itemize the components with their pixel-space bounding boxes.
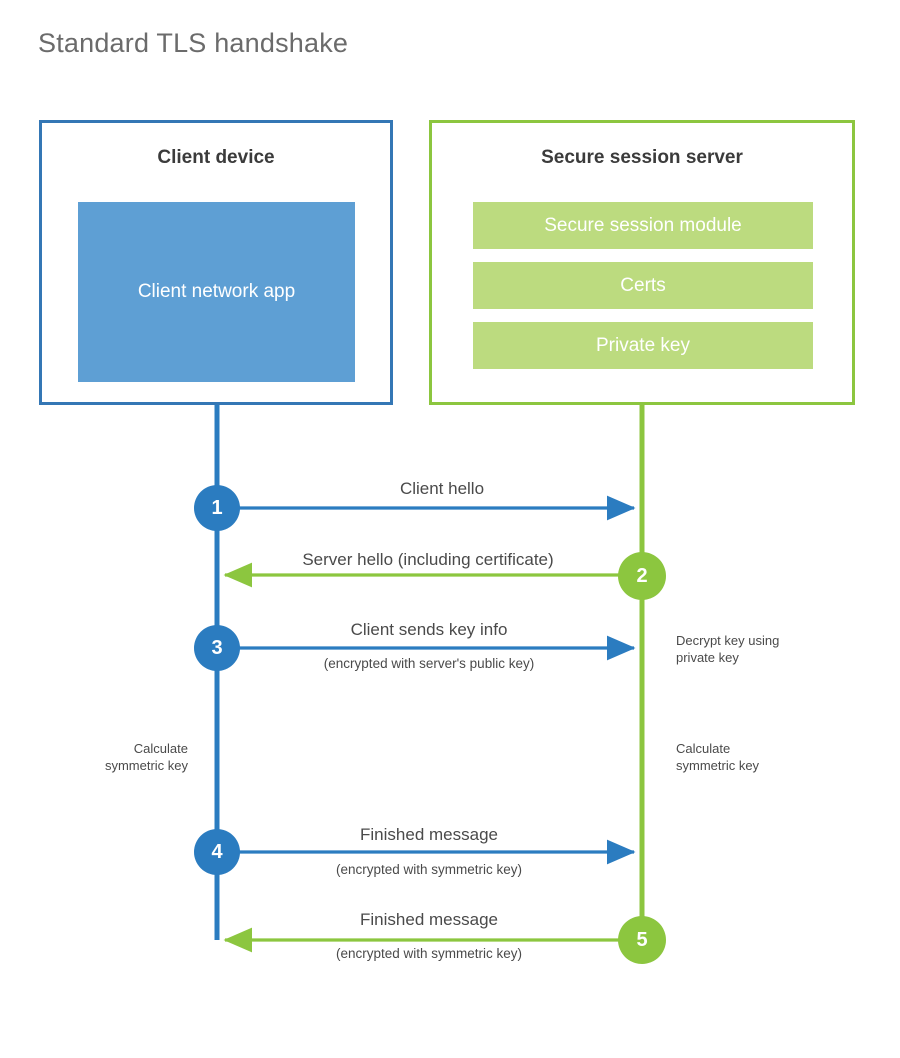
server-component-secure-session-module: Secure session module	[473, 202, 813, 249]
client-calculate-note-line1: Calculate	[133, 741, 188, 756]
secure-session-server-title: Secure session server	[541, 147, 743, 168]
step-label-4: Finished message	[360, 825, 498, 844]
step-sublabel-5: (encrypted with symmetric key)	[335, 946, 523, 961]
server-calculate-note-line2: symmetric key	[676, 758, 760, 774]
client-network-app-label: Client network app	[137, 281, 296, 303]
server-component-private-key: Private key	[473, 322, 813, 369]
server-component-certs: Certs	[473, 262, 813, 309]
client-device-title: Client device	[157, 147, 275, 168]
server-calculate-symmetric-key-note: Calculate symmetric key	[676, 740, 856, 774]
server-calculate-note-line1: Calculate	[676, 741, 731, 756]
server-component-label: Secure session module	[544, 214, 742, 236]
server-decrypt-note: Decrypt key using private key	[676, 632, 856, 666]
step-marker-4: 4	[194, 829, 240, 875]
step-label-3: Client sends key info	[350, 620, 508, 639]
server-components-list: Secure session module Certs Private key	[473, 202, 813, 369]
server-decrypt-note-line2: private key	[676, 650, 739, 666]
step-label-1: Client hello	[399, 479, 485, 498]
server-decrypt-note-line1: Decrypt key using	[676, 633, 780, 648]
step-label-2: Server hello (including certificate)	[302, 550, 554, 569]
secure-session-server-box: Secure session server Secure session mod…	[429, 120, 855, 405]
step-sublabel-3: (encrypted with server's public key)	[323, 656, 535, 671]
server-component-label: Private key	[596, 334, 690, 356]
client-device-box: Client device Client network app	[39, 120, 393, 405]
client-calculate-note-line2: symmetric key	[104, 758, 188, 774]
client-network-app-block: Client network app	[78, 202, 355, 382]
page-title: Standard TLS handshake	[38, 28, 349, 58]
step-marker-5: 5	[618, 916, 666, 964]
step-sublabel-4: (encrypted with symmetric key)	[335, 862, 523, 877]
step-number: 4	[211, 840, 223, 863]
step-marker-2: 2	[618, 552, 666, 600]
client-calculate-symmetric-key-note: Calculate symmetric key	[40, 740, 188, 774]
step-marker-3: 3	[194, 625, 240, 671]
step-number: 3	[211, 636, 223, 659]
step-label-5: Finished message	[360, 910, 498, 929]
step-marker-1: 1	[194, 485, 240, 531]
step-number: 1	[211, 496, 223, 519]
server-component-label: Certs	[620, 274, 666, 296]
step-number: 2	[636, 564, 648, 587]
step-number: 5	[636, 928, 648, 951]
